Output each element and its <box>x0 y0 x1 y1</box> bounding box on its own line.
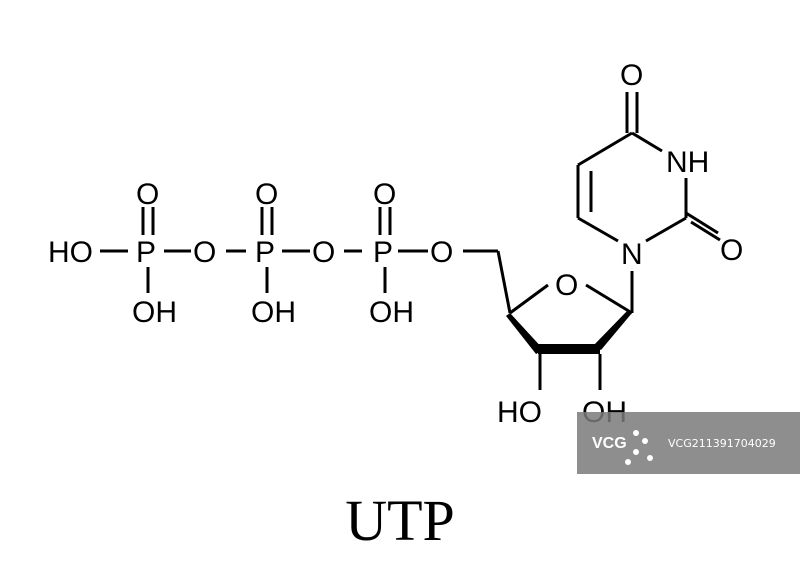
atom-p2-p: P <box>255 236 275 269</box>
atom-labels: HO P O OH O P O OH O P O OH O O HO OH N … <box>48 59 743 429</box>
atom-ring-o: O <box>555 269 578 302</box>
watermark-logo-icon <box>625 430 653 465</box>
uracil-bonds <box>576 92 721 243</box>
watermark-id: VCG211391704029 <box>668 437 776 450</box>
atom-p3-p: P <box>373 236 393 269</box>
atom-c2-o: O <box>720 234 743 267</box>
atom-p3-oh: OH <box>369 296 414 329</box>
atom-p1-o-top: O <box>136 178 159 211</box>
molecule-title: UTP <box>345 488 455 553</box>
ribose-bonds <box>496 250 634 390</box>
atom-n3-h: NH <box>666 146 709 179</box>
atom-p2-oh: OH <box>251 296 296 329</box>
atom-p2-o-top: O <box>255 178 278 211</box>
atom-c4-o: O <box>620 59 643 92</box>
atom-p3-o-top: O <box>373 178 396 211</box>
atom-bridge-o1: O <box>193 236 216 269</box>
watermark: VCG VCG211391704029 <box>577 412 800 474</box>
atom-p1-ho: HO <box>48 236 93 269</box>
watermark-background <box>577 412 800 474</box>
atom-p1-p: P <box>136 236 156 269</box>
atom-ester-o: O <box>430 236 453 269</box>
phosphate-chain-bonds <box>100 207 498 293</box>
atom-c3-oh: HO <box>497 396 542 429</box>
watermark-logo: VCG <box>592 435 627 452</box>
atom-n1: N <box>621 238 643 271</box>
atom-bridge-o2: O <box>312 236 335 269</box>
atom-p1-oh: OH <box>132 296 177 329</box>
